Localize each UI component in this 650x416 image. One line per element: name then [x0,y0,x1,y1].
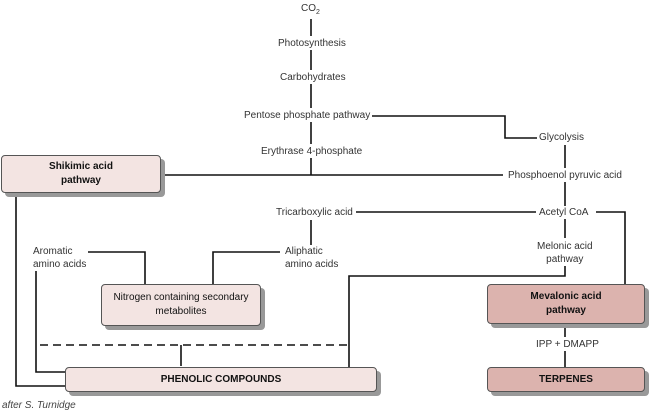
node-pep: Phosphoenol pyruvic acid [506,169,624,182]
line-aromatic-nitrogen [78,251,146,284]
line-acetyl-mevalonic [596,211,626,284]
line-aliphatic-nitrogen [212,251,280,284]
node-pentose-phosphate: Pentose phosphate pathway [242,109,373,122]
box-terpenes: TERPENES [487,367,645,392]
node-co2: CO2 [299,2,322,19]
credit-text: after S. Turnidge [2,400,76,411]
node-carbohydrates: Carbohydrates [278,71,348,84]
box-phenolic-compounds: PHENOLIC COMPOUNDS [65,367,377,392]
node-tca: Tricarboxylic acid [274,206,355,219]
line-shikimic-phenolic [15,194,66,387]
node-ipp-dmapp: IPP + DMAPP [534,338,601,351]
node-acetyl-coa: Acetyl CoA [537,206,591,219]
node-glycolysis: Glycolysis [537,131,587,144]
node-erythrase: Erythrase 4-phosphate [259,145,365,158]
line-aromatic-phenolic [35,268,66,373]
line-pentose-glycolysis [372,115,538,139]
node-photosynthesis: Photosynthesis [276,37,348,50]
line-melonic-phenolic [348,262,566,368]
